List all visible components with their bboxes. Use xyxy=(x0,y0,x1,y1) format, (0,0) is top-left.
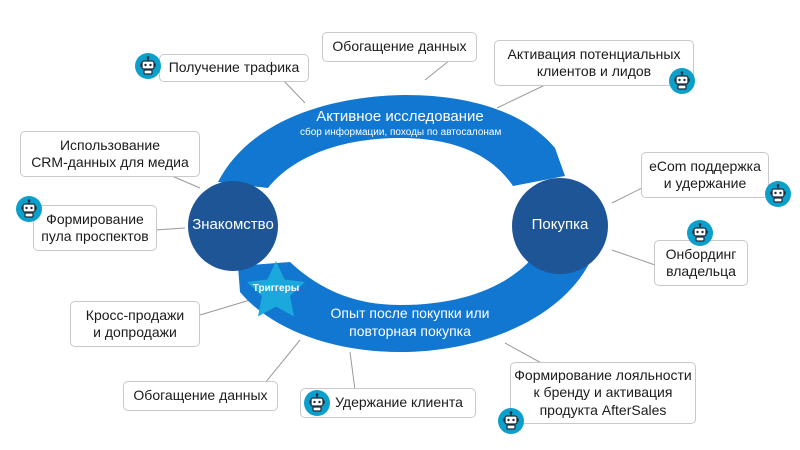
callout-prospects-line2: пула проспектов xyxy=(41,228,149,244)
callout-onboarding: Онбординг владельца xyxy=(654,240,748,286)
bottom-arc-title-line2: повторная покупка xyxy=(349,322,471,339)
callout-crm-line2: CRM-данных для медиа xyxy=(31,154,189,170)
callout-onboarding-line2: владельца xyxy=(666,263,736,279)
callout-enrich-top: Обогащение данных xyxy=(322,32,477,62)
node-left-circle xyxy=(188,181,278,271)
callout-enrich-bottom-text: Обогащение данных xyxy=(133,387,268,404)
callout-loyalty-text: Формирование лояльности к бренду и актив… xyxy=(514,367,691,418)
callout-prospects-line1: Формирование xyxy=(46,210,144,227)
callout-prospects-text: Формирование пула проспектов xyxy=(41,211,148,245)
callout-cross: Кросс-продажи и допродажи xyxy=(70,301,200,347)
callout-enrich-bottom: Обогащение данных xyxy=(123,381,278,411)
callout-ecom-text: eCom поддержка и удержание xyxy=(649,158,761,192)
callout-traffic-text: Получение трафика xyxy=(168,59,300,76)
node-right-label: Покупка xyxy=(531,216,589,233)
bottom-arc-title-line1: Опыт после покупки или xyxy=(330,305,490,321)
callout-retention: Удержание клиента xyxy=(300,388,476,418)
top-arc-label: Активное исследование сбор информации, п… xyxy=(300,108,502,138)
robot-icon xyxy=(765,181,791,207)
callout-activation: Активация потенциальных клиентов и лидов xyxy=(494,40,694,86)
callout-prospects: Формирование пула проспектов xyxy=(33,205,157,251)
callout-loyalty-line2: к бренду и активация xyxy=(533,384,673,401)
pointer-crm xyxy=(171,175,201,189)
callout-ecom: eCom поддержка и удержание xyxy=(641,152,769,198)
pointer-activation xyxy=(496,84,546,109)
robot-icon xyxy=(16,196,42,222)
node-left-label: Знакомство xyxy=(192,216,274,233)
callout-retention-text: Удержание клиента xyxy=(335,394,463,411)
callout-cross-text: Кросс-продажи и допродажи xyxy=(86,307,184,341)
robot-icon xyxy=(498,408,524,434)
callout-onboarding-text: Онбординг владельца xyxy=(666,246,737,280)
callout-activation-text: Активация потенциальных клиентов и лидов xyxy=(508,46,681,80)
pointer-traffic xyxy=(282,79,306,104)
pointer-enrich-bottom xyxy=(264,339,301,384)
bottom-arc xyxy=(238,255,590,352)
callout-enrich-top-text: Обогащение данных xyxy=(332,38,467,55)
node-right-circle xyxy=(512,178,608,274)
callout-loyalty: Формирование лояльности к бренду и актив… xyxy=(510,362,696,424)
callout-cross-line2: и допродажи xyxy=(93,324,177,340)
callout-cross-line1: Кросс-продажи xyxy=(85,306,185,323)
callout-traffic: Получение трафика xyxy=(159,54,309,82)
top-arc-subtitle: сбор информации, походы по автосалонам xyxy=(300,127,502,138)
pointer-enrich-top xyxy=(424,59,451,81)
callout-crm-line1: Использование xyxy=(59,136,161,153)
bottom-arc-label: Опыт после покупки или повторная покупка xyxy=(300,305,520,340)
pointer-loyalty xyxy=(504,342,546,366)
robot-icon xyxy=(669,68,695,94)
callout-crm: Использование CRM-данных для медиа xyxy=(20,131,200,177)
callout-crm-text: Использование CRM-данных для медиа xyxy=(31,137,189,171)
pointer-lines xyxy=(154,59,656,391)
callout-ecom-line1: eCom поддержка xyxy=(649,157,761,174)
pointer-cross xyxy=(199,299,251,316)
callout-loyalty-line3: продукта AfterSales xyxy=(539,401,667,418)
trigger-star xyxy=(247,261,305,317)
callout-activation-line1: Активация потенциальных xyxy=(507,45,681,62)
top-arc-title: Активное исследование xyxy=(316,108,484,125)
robot-icon xyxy=(687,220,713,246)
pointer-prospects xyxy=(154,227,186,231)
callout-ecom-line2: и удержание xyxy=(663,175,747,191)
pointer-onboarding xyxy=(611,249,656,266)
robot-icon xyxy=(135,53,161,79)
callout-loyalty-line1: Формирование лояльности xyxy=(514,367,692,384)
robot-icon xyxy=(304,390,330,416)
pointer-retention xyxy=(349,351,356,391)
top-arc xyxy=(218,95,565,188)
callout-activation-line2: клиентов и лидов xyxy=(536,63,652,79)
callout-onboarding-line1: Онбординг xyxy=(665,245,737,262)
trigger-label: Триггеры xyxy=(252,283,300,294)
